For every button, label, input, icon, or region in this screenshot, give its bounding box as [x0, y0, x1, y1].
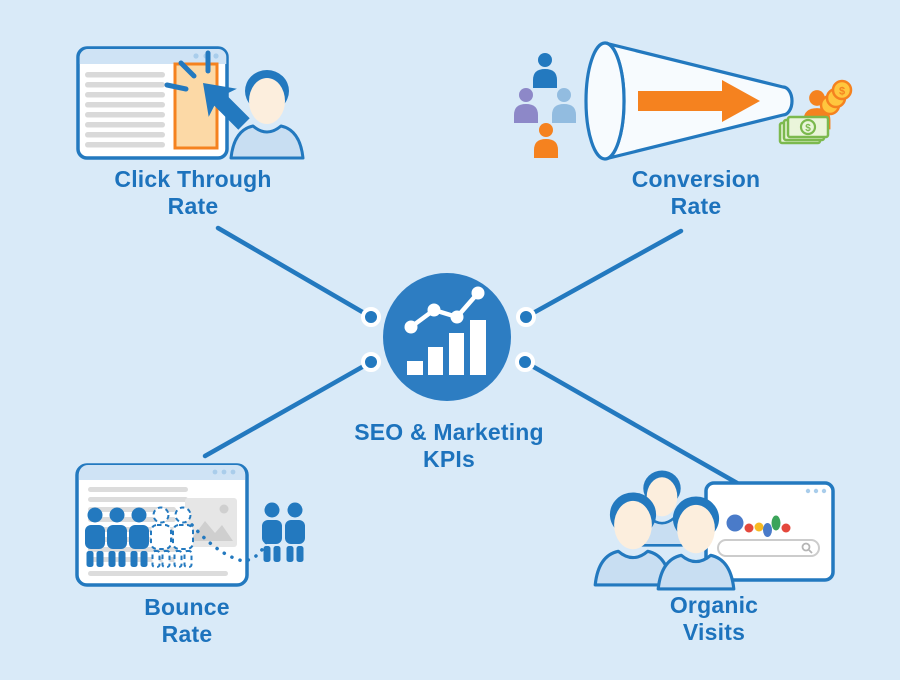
arrow-right-icon — [638, 80, 760, 122]
trend-line — [408, 290, 481, 330]
center-circle — [383, 273, 511, 401]
search-icon — [801, 542, 813, 554]
search-engine-logo — [726, 514, 791, 537]
browser-window-icon — [75, 463, 249, 587]
growth-chart-icon — [383, 273, 511, 401]
visitors-search-engine-icon — [593, 469, 835, 591]
label-bounce-rate: Bounce Rate — [144, 594, 230, 647]
visitors-group-icon — [514, 53, 576, 158]
cursor-icon — [203, 83, 250, 130]
label-conversion-rate: Conversion Rate — [631, 166, 761, 219]
trend-line-points — [404, 286, 485, 334]
text-lines — [85, 72, 165, 148]
connector-bottom-right — [522, 359, 740, 486]
customer-money-icon: $ $ — [778, 79, 853, 145]
connector-dot — [361, 307, 381, 327]
connector-dot — [515, 352, 535, 372]
visitors-leaving-webpage-icon — [75, 463, 305, 587]
connector-top-left — [215, 225, 374, 320]
label-click-through-rate: Click Through Rate — [114, 166, 272, 219]
label-organic-visits: Organic Visits — [669, 592, 759, 645]
banknotes-icon: $ — [778, 115, 830, 145]
svg-text:$: $ — [805, 123, 811, 134]
search-browser-icon — [704, 481, 835, 582]
connector-dot — [516, 307, 536, 327]
connector-bottom-left — [202, 359, 374, 459]
funnel-icon — [584, 41, 794, 161]
browser-ad-click-cursor-icon — [76, 46, 305, 160]
browser-window-icon — [76, 46, 229, 160]
coins-icon: $ — [819, 79, 853, 116]
connector-dot — [361, 352, 381, 372]
label-center-kpis: SEO & Marketing KPIs — [354, 419, 544, 472]
bounced-visitors — [262, 502, 305, 562]
sales-funnel-visitors-to-money-icon: $ $ — [514, 41, 853, 161]
search-bar — [717, 539, 820, 557]
click-burst — [164, 50, 211, 92]
svg-text:$: $ — [839, 86, 845, 98]
image-placeholder — [185, 498, 237, 547]
bar-chart-bars — [407, 320, 486, 375]
visitor-avatar — [229, 70, 305, 160]
connector-top-right — [523, 228, 684, 320]
